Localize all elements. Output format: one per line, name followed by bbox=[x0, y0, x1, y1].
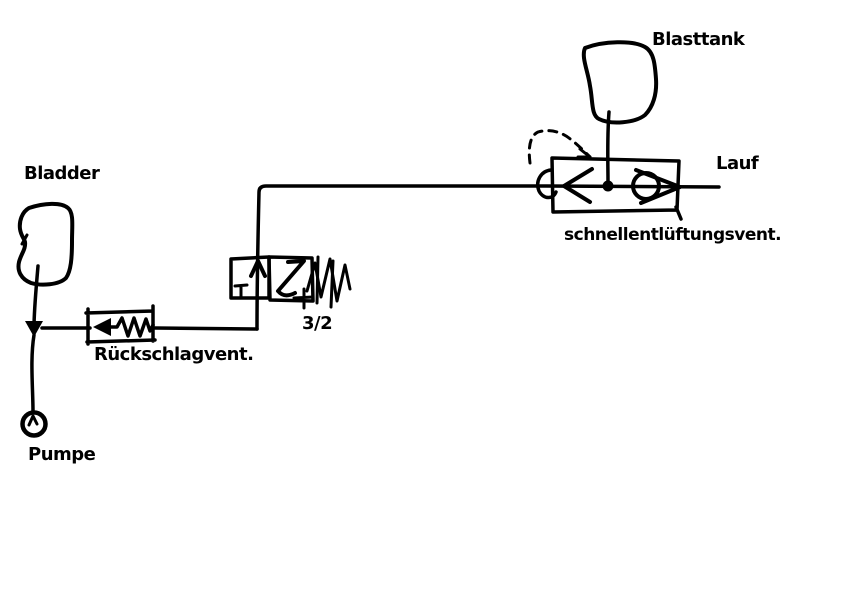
pump-circle bbox=[20, 410, 48, 438]
check-valve-arrow-left bbox=[93, 318, 111, 336]
pump-symbol: Pumpe bbox=[20, 410, 96, 465]
pilot-dashed-arrowhead bbox=[576, 147, 592, 159]
valve-3-2-symbol: 3/2 bbox=[229, 255, 352, 334]
check-valve-symbol: Rückschlagvent. bbox=[84, 304, 254, 365]
quick-exhaust-valve-symbol: schnellentlüftungsvent. Lauf bbox=[527, 129, 782, 245]
check-valve-spring bbox=[107, 316, 155, 338]
valve-3-2-spring-strokes bbox=[315, 255, 335, 309]
pipe-bladder-to-junction bbox=[32, 264, 40, 330]
valve-3-2-flow-arrow-up bbox=[249, 259, 267, 278]
junction-arrow-down bbox=[25, 321, 43, 337]
valve-3-2-exhaust-path bbox=[276, 259, 306, 298]
pipe-tank-to-valve bbox=[606, 110, 611, 184]
pump-arrow-notch bbox=[27, 414, 39, 427]
quick-exhaust-inlet-curl bbox=[536, 168, 558, 200]
blasttank-shape bbox=[581, 40, 659, 125]
pipe-main-line bbox=[255, 184, 721, 331]
valve-3-2-spring bbox=[305, 257, 352, 303]
blasttank-symbol: Blasttank bbox=[581, 29, 746, 125]
valve-3-2-exhaust-port-t bbox=[292, 287, 315, 310]
check-valve-body bbox=[84, 304, 157, 346]
quick-exhaust-valve-body bbox=[550, 156, 683, 221]
bladder-notch bbox=[20, 233, 29, 246]
quick-exhaust-valve-label: schnellentlüftungsvent. bbox=[564, 225, 781, 245]
check-valve-label: Rückschlagvent. bbox=[94, 344, 253, 365]
bladder-label: Bladder bbox=[24, 163, 100, 184]
pipe-check-valve-to-riser bbox=[153, 326, 259, 331]
pump-label: Pumpe bbox=[28, 444, 96, 465]
lauf-label: Lauf bbox=[716, 153, 759, 174]
valve-3-2-right-box bbox=[267, 255, 315, 303]
valve-3-2-label: 3/2 bbox=[302, 313, 332, 334]
pilot-dashed-arc bbox=[527, 129, 592, 165]
blasttank-label: Blasttank bbox=[652, 29, 746, 50]
pipe-junction-to-pump bbox=[30, 333, 36, 414]
quick-exhaust-arrow-right bbox=[634, 168, 682, 205]
bladder-shape bbox=[16, 201, 75, 287]
quick-exhaust-junction-dot bbox=[602, 180, 614, 192]
quick-exhaust-arrow-left bbox=[562, 167, 594, 204]
valve-3-2-blocked-port-t bbox=[233, 283, 249, 299]
bladder-symbol: Bladder bbox=[16, 163, 101, 287]
